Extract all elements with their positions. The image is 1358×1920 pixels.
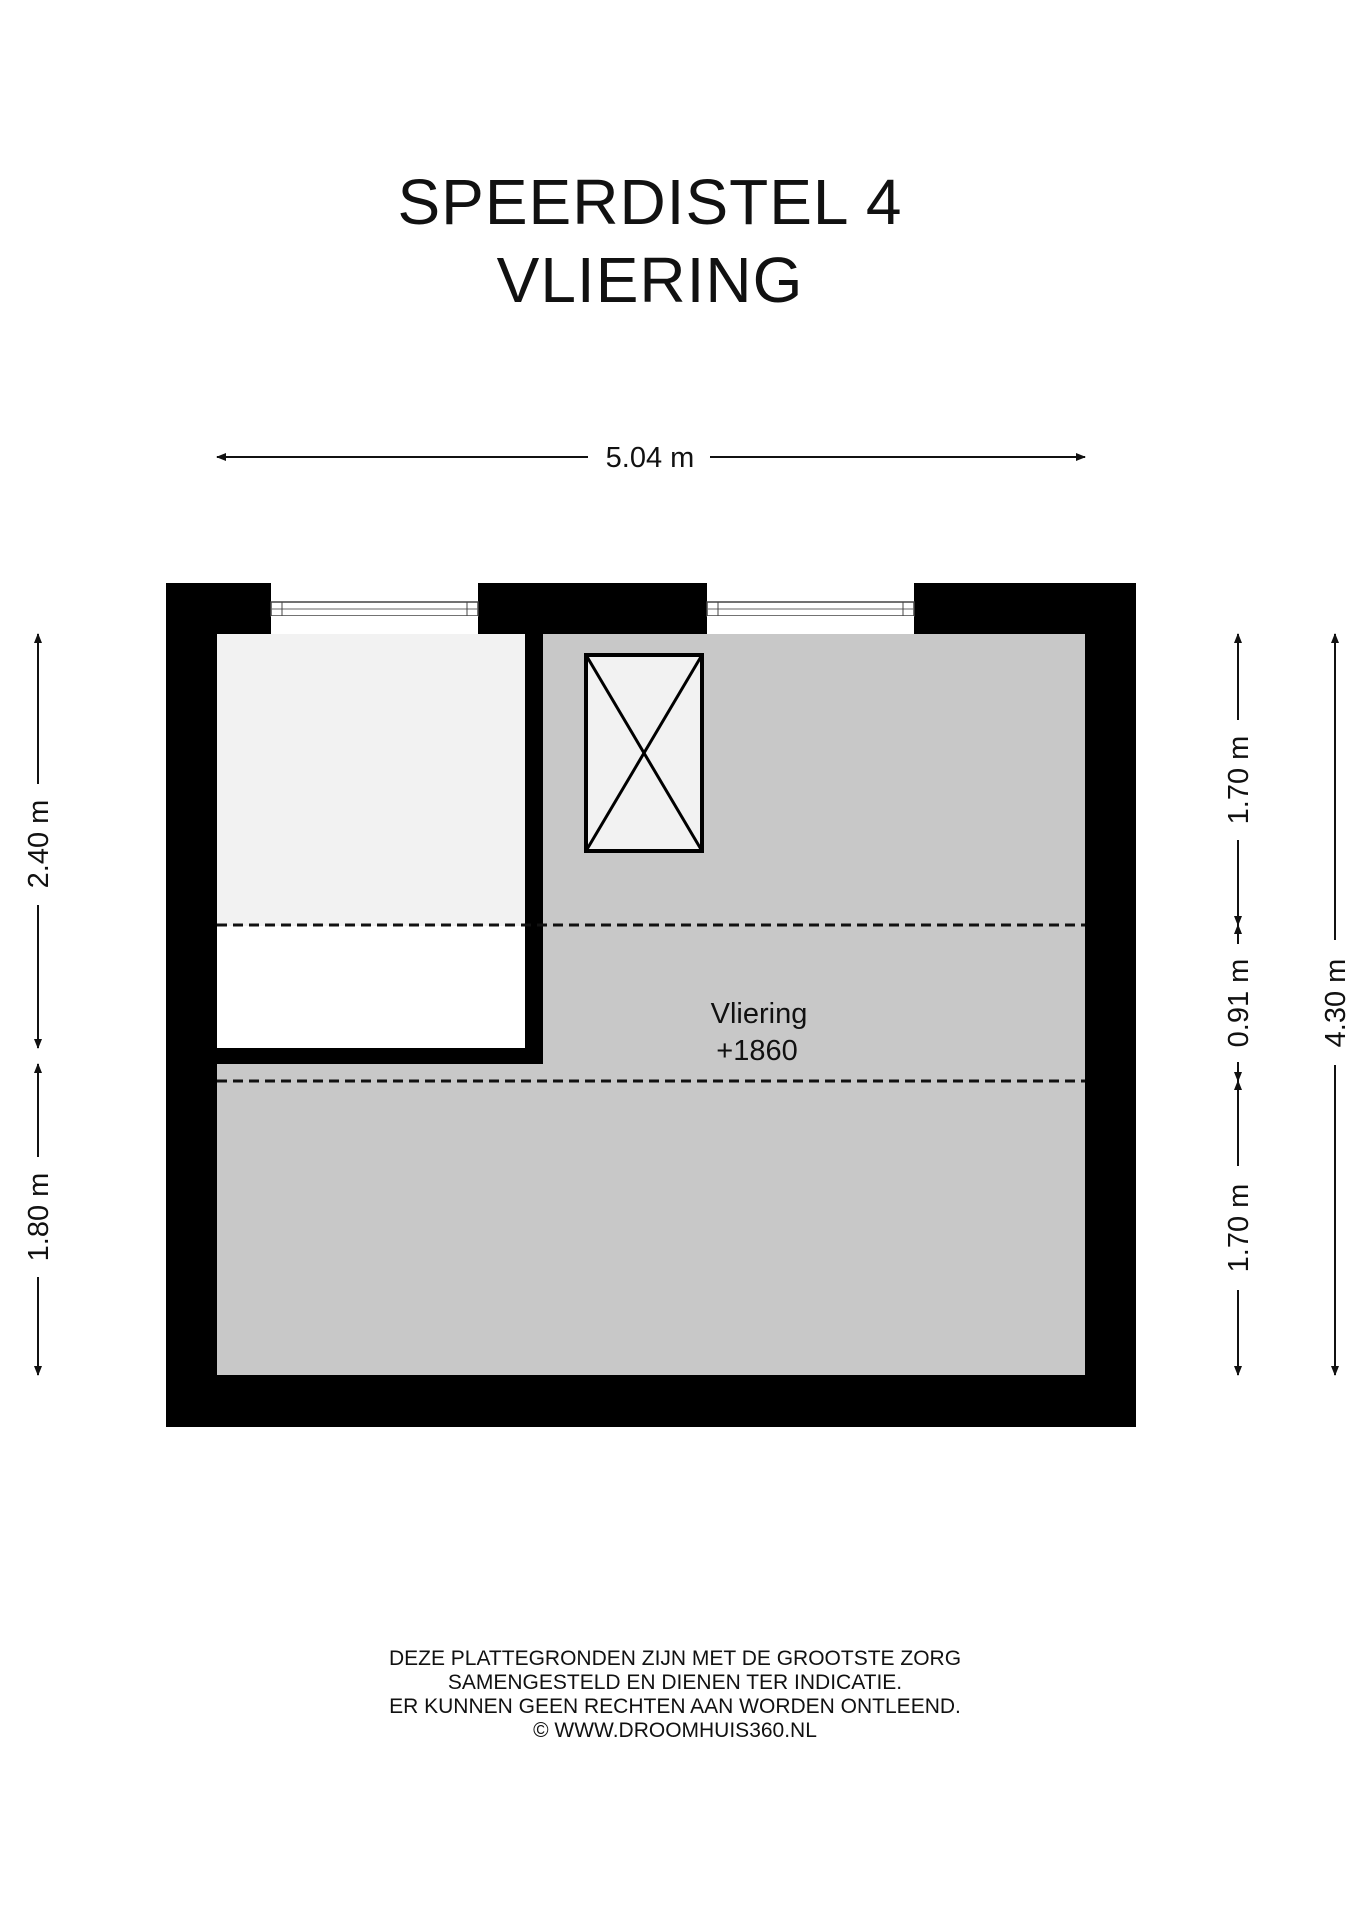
- dimension-left-lower-label: 1.80 m: [23, 1173, 55, 1262]
- loft-hatch-icon: [584, 653, 704, 853]
- dimension-right-total: 4.30 m: [1320, 633, 1352, 1376]
- plan-title-address: SPEERDISTEL 4: [397, 166, 903, 238]
- disclaimer-line-1: DEZE PLATTEGRONDEN ZIJN MET DE GROOTSTE …: [388, 1647, 962, 1670]
- dimension-right-middle: 0.91 m: [1223, 924, 1255, 1082]
- dimension-right-middle-label: 0.91 m: [1223, 959, 1255, 1048]
- plan-title-floor: VLIERING: [496, 244, 804, 316]
- disclaimer: DEZE PLATTEGRONDEN ZIJN MET DE GROOTSTE …: [0, 1647, 1350, 1743]
- dimension-right-upper: 1.70 m: [1223, 633, 1255, 926]
- dimension-left-lower: 1.80 m: [23, 1063, 55, 1376]
- dimension-right-lower-label: 1.70 m: [1223, 1184, 1255, 1273]
- room-name-label: Vliering: [711, 998, 808, 1030]
- room-level-label: +1860: [716, 1035, 797, 1067]
- disclaimer-line-4: © WWW.DROOMHUIS360.NL: [533, 1719, 817, 1742]
- dimension-width-top-label: 5.04 m: [606, 442, 695, 474]
- storage-low-zone: [217, 926, 525, 1048]
- dimension-width-top: 5.04 m: [216, 442, 1086, 474]
- interior-wall-vertical: [525, 634, 543, 1064]
- dimension-left-upper-label: 2.40 m: [23, 800, 55, 889]
- disclaimer-line-2: SAMENGESTELD EN DIENEN TER INDICATIE.: [447, 1671, 903, 1694]
- dimension-right-upper-label: 1.70 m: [1223, 736, 1255, 825]
- dimension-right-total-label: 4.30 m: [1320, 959, 1352, 1048]
- disclaimer-line-3: ER KUNNEN GEEN RECHTEN AAN WORDEN ONTLEE…: [389, 1695, 961, 1718]
- interior-wall-horizontal: [217, 1048, 543, 1064]
- dimension-right-lower: 1.70 m: [1223, 1080, 1255, 1376]
- dimension-left-upper: 2.40 m: [23, 633, 55, 1049]
